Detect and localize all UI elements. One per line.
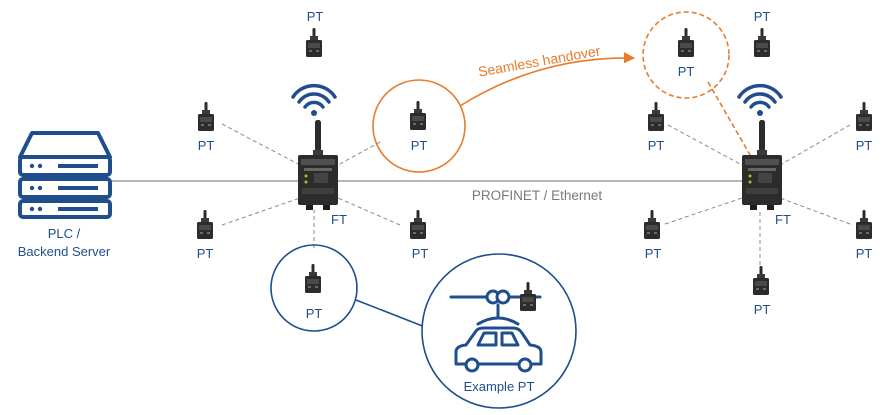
pt-device-right-bottom — [753, 266, 769, 295]
wifi-icon-right — [737, 83, 783, 118]
pt-label-right-right-upper: PT — [856, 138, 873, 153]
pt-label-right-left-lower: PT — [645, 246, 662, 261]
example-source-circle — [270, 244, 358, 332]
pt-label-right-left-upper: PT — [648, 138, 665, 153]
pt-device-center-lower — [410, 210, 426, 239]
pt-device-right-right-upper — [856, 102, 872, 131]
ft-device-right — [742, 120, 782, 210]
handover-label: Seamless handover — [477, 42, 602, 79]
pt-label-top-center: PT — [307, 9, 324, 24]
wifi-icon-left — [291, 83, 337, 118]
pt-device-handover-target — [678, 28, 694, 57]
radio-links-left — [221, 123, 401, 248]
ft-label-left: FT — [331, 212, 347, 227]
pt-device-left-lower — [197, 210, 213, 239]
radio-links-right — [664, 124, 851, 265]
pt-device-right-right-lower — [856, 210, 872, 239]
pt-label-right-right-lower: PT — [856, 246, 873, 261]
pt-label-right-bottom: PT — [754, 302, 771, 317]
ft-device-left — [298, 120, 338, 210]
example-pt-circle — [421, 253, 577, 409]
pt-label-handover-source: PT — [411, 138, 428, 153]
pt-device-handover-source — [410, 101, 426, 130]
handover-link — [707, 81, 754, 161]
pt-label-center-lower: PT — [412, 246, 429, 261]
pt-device-top-center — [306, 28, 322, 57]
example-pt-label: Example PT — [464, 379, 535, 394]
pt-label-left-upper: PT — [198, 138, 215, 153]
pt-device-left-upper — [198, 102, 214, 131]
pt-label-example-source: PT — [306, 306, 323, 321]
pt-label-handover-target: PT — [678, 64, 695, 79]
ethernet-label: PROFINET / Ethernet — [472, 188, 603, 203]
pt-device-right-top — [754, 28, 770, 57]
handover-arrow — [459, 52, 636, 107]
pt-label-right-top: PT — [754, 9, 771, 24]
server-rack-icon — [18, 131, 112, 219]
pt-device-right-left-lower — [644, 210, 660, 239]
handover-target-circle — [642, 11, 730, 99]
example-connector — [355, 299, 426, 328]
pt-label-left-lower: PT — [197, 246, 214, 261]
ft-label-right: FT — [775, 212, 791, 227]
handover-source-circle — [372, 79, 466, 173]
server-label-line2: Backend Server — [18, 244, 111, 259]
pt-device-example-source — [305, 264, 321, 293]
server-label-line1: PLC / — [48, 226, 81, 241]
pt-device-right-left-upper — [648, 102, 664, 131]
